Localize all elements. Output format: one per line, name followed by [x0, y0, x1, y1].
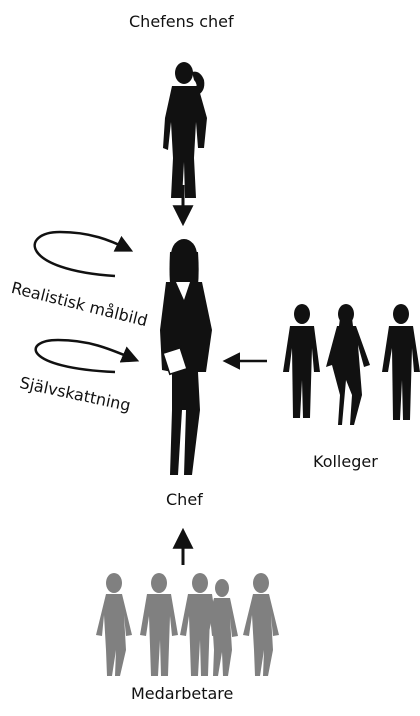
label-chef: Chef [166, 490, 203, 509]
chef-silhouette [160, 239, 212, 475]
colleagues-silhouettes [283, 304, 420, 425]
label-boss-of-boss: Chefens chef [129, 12, 234, 31]
label-colleagues: Kolleger [313, 452, 378, 471]
loop-arrow-self-assessment [34, 338, 140, 374]
boss-of-boss-silhouette [163, 62, 207, 198]
loop-arrow-realistic-goal [33, 230, 134, 278]
staff-silhouettes [96, 573, 279, 676]
label-staff: Medarbetare [131, 684, 234, 703]
